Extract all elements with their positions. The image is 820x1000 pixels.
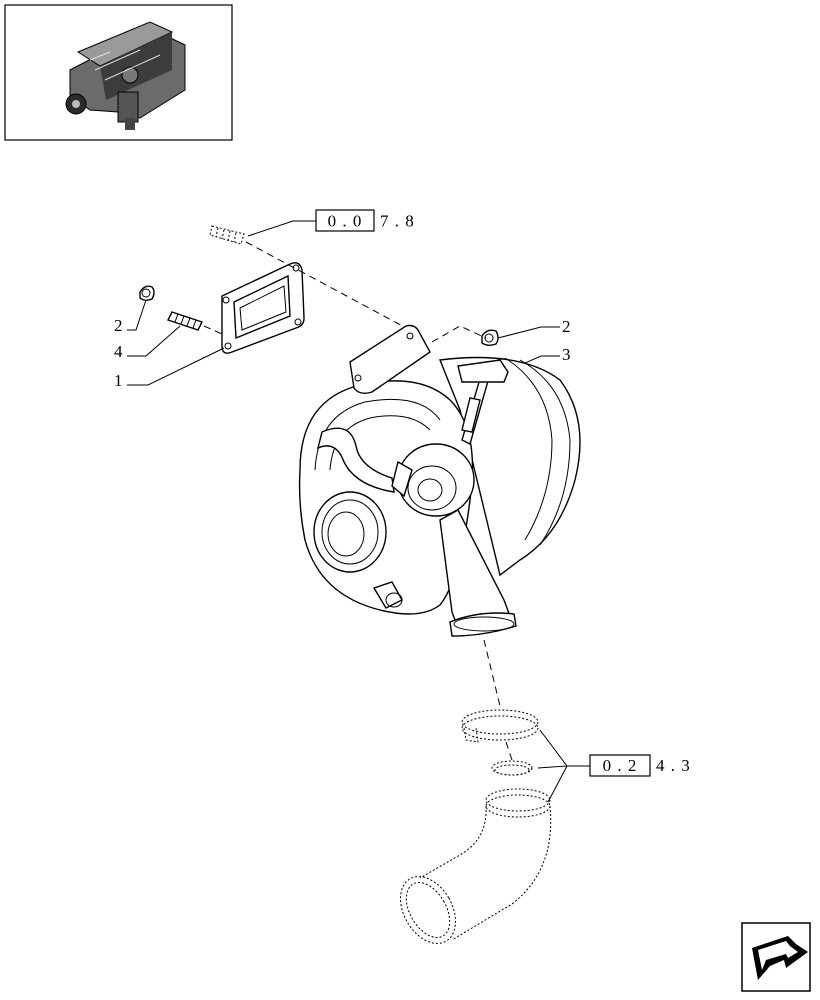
svg-text:3: 3 xyxy=(562,345,571,364)
callout-left-2: 2 xyxy=(114,299,147,335)
callout-left-1: 1 xyxy=(114,347,225,390)
svg-text:2: 2 xyxy=(114,316,123,335)
reference-label-078[interactable]: 0 . 0 7 . 8 xyxy=(315,209,415,232)
hose-clamp-upper xyxy=(461,709,539,743)
elbow-hose xyxy=(400,805,552,944)
next-page-arrow-icon xyxy=(752,936,808,980)
stud-part-4 xyxy=(167,311,223,335)
nut-part-2-left xyxy=(139,285,155,301)
next-page-button[interactable] xyxy=(741,922,811,992)
svg-text:1: 1 xyxy=(114,371,123,390)
nut-part-2-right xyxy=(481,329,499,346)
engine-thumbnail[interactable] xyxy=(4,4,233,141)
reference-boxed-078: 0 . 0 xyxy=(328,212,363,231)
reference-label-243[interactable]: 0 . 2 4 . 3 xyxy=(589,754,691,777)
engine-thumbnail-icon xyxy=(65,21,186,130)
gasket-part-1 xyxy=(221,262,305,354)
svg-text:4: 4 xyxy=(114,342,123,361)
svg-text:2: 2 xyxy=(562,317,571,336)
callout-right-2: 2 xyxy=(497,317,571,339)
reference-boxed-243: 0 . 2 xyxy=(603,756,638,775)
reference-rest-243: 4 . 3 xyxy=(656,756,691,775)
turbocharger-part-3 xyxy=(298,324,581,637)
hose-clamp-lower xyxy=(485,788,551,818)
reference-rest-078: 7 . 8 xyxy=(380,212,415,231)
o-ring xyxy=(491,760,533,776)
callout-left-4: 4 xyxy=(114,325,181,361)
stud-bolt-dotted xyxy=(209,225,245,245)
